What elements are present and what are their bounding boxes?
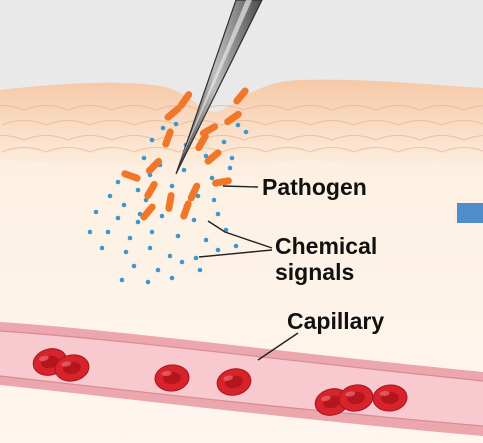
chemical-signals xyxy=(87,119,249,285)
chemical-signal-icon xyxy=(215,211,221,217)
chemical-signals-label-line1: Chemical xyxy=(275,233,378,259)
chemical-signal-icon xyxy=(115,179,121,185)
pathogen-icon xyxy=(162,128,174,148)
chemical-signal-icon xyxy=(147,245,153,251)
pathogen-icon xyxy=(195,132,209,152)
chemical-signal-icon xyxy=(145,279,151,285)
chemical-signal-icon xyxy=(127,235,133,241)
chemical-signal-icon xyxy=(149,137,155,143)
pathogen-icon xyxy=(224,110,242,126)
chemical-signal-icon xyxy=(131,263,137,269)
chemical-signal-icon xyxy=(107,193,113,199)
skin-layer xyxy=(0,79,483,168)
chemical-signal-icon xyxy=(141,155,147,161)
chemical-signal-icon xyxy=(173,121,179,127)
red-blood-cell-icon xyxy=(338,384,374,412)
chemical-signal-icon xyxy=(167,253,173,259)
chemical-signal-icon xyxy=(121,202,127,208)
pathogen-leader-line xyxy=(222,185,259,188)
red-blood-cell-icon xyxy=(372,384,408,412)
chemical-signal-icon xyxy=(119,277,125,283)
chemical-signal-icon xyxy=(203,237,209,243)
chemical-signal-icon xyxy=(195,193,201,199)
chemical-signal-icon xyxy=(233,243,239,249)
chemical-leader-line-upper xyxy=(207,220,273,249)
pathogen-icon xyxy=(121,170,141,182)
chemical-signal-icon xyxy=(209,175,215,181)
pathogen-icon xyxy=(180,200,192,220)
chemical-signal-icon xyxy=(93,209,99,215)
chemical-signal-icon xyxy=(181,167,187,173)
chemical-signal-icon xyxy=(197,267,203,273)
capillary-label: Capillary xyxy=(287,308,385,334)
chemical-signal-icon xyxy=(179,259,185,265)
chemical-signal-icon xyxy=(135,219,141,225)
chemical-signal-icon xyxy=(215,247,221,253)
chemical-signals-label-line2: signals xyxy=(275,259,355,285)
pathogen-label: Pathogen xyxy=(262,174,367,200)
pathogen-icon xyxy=(140,203,156,221)
pathogen-icon xyxy=(204,149,222,165)
chemical-signal-icon xyxy=(135,187,141,193)
chemical-signal-icon xyxy=(99,245,105,251)
chemical-signal-icon xyxy=(169,275,175,281)
chemical-signal-icon xyxy=(175,233,181,239)
chemical-signal-icon xyxy=(115,215,121,221)
capillary-inner-edge xyxy=(0,330,483,382)
chemical-signal-icon xyxy=(159,213,165,219)
chemical-signal-icon xyxy=(87,229,93,235)
pathogen-icon xyxy=(233,87,249,105)
red-blood-cell-icon xyxy=(54,354,90,382)
chemical-signal-icon xyxy=(193,255,199,261)
chemical-signal-icon xyxy=(169,183,175,189)
chemical-leader-line-lower xyxy=(198,249,273,258)
pathogens xyxy=(121,87,249,221)
chemical-signal-icon xyxy=(191,217,197,223)
red-blood-cells xyxy=(32,348,408,416)
capillary-leader-line xyxy=(257,332,299,361)
chemical-signals-label: Chemical signals xyxy=(275,233,377,285)
pathogen-icon xyxy=(164,105,182,121)
chemical-signal-icon xyxy=(221,139,227,145)
pathogen-icon xyxy=(144,180,158,200)
chemical-signal-icon xyxy=(203,153,209,159)
pathogen-icon xyxy=(165,192,175,212)
pathogen-icon xyxy=(145,157,163,175)
chemical-signal-icon xyxy=(160,125,166,131)
chemical-signal-icon xyxy=(235,122,241,128)
chemical-signal-icon xyxy=(155,267,161,273)
pathogen-icon xyxy=(187,182,201,202)
continuation-arrow-marker xyxy=(457,203,483,223)
chemical-signal-icon xyxy=(227,165,233,171)
pathogen-icon xyxy=(212,177,232,187)
chemical-signal-icon xyxy=(243,129,249,135)
needle-icon xyxy=(175,0,263,175)
red-blood-cell-icon xyxy=(216,368,252,396)
chemical-signal-icon xyxy=(105,229,111,235)
leader-lines xyxy=(198,185,299,361)
red-blood-cell-icon xyxy=(154,364,190,392)
chemical-signal-icon xyxy=(211,197,217,203)
capillary-inner-edge xyxy=(0,375,483,427)
chemical-signal-icon xyxy=(123,249,129,255)
chemical-signal-icon xyxy=(229,155,235,161)
chemical-signal-icon xyxy=(149,229,155,235)
pathogen-icon xyxy=(177,91,193,109)
